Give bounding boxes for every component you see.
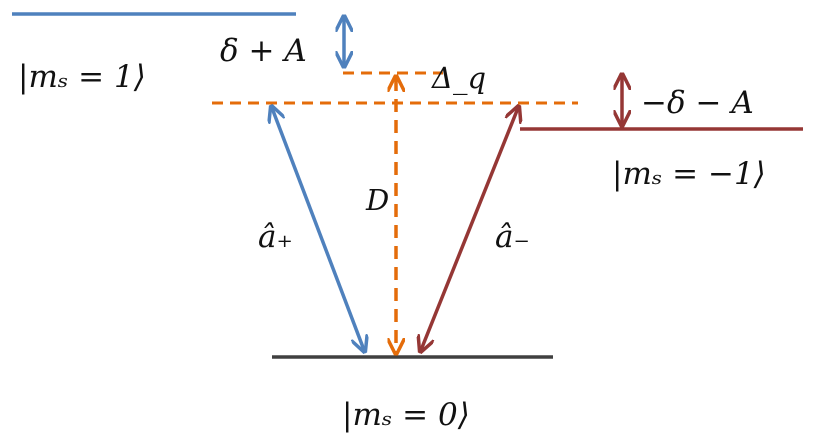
state-plus-label: |mₛ = 1⟩ [18, 59, 146, 95]
a-plus-arrow [272, 108, 364, 350]
a-minus-label: â₋ [495, 219, 530, 255]
d-label: D [366, 183, 390, 217]
minus-delta-minus-a-label: −δ − A [641, 85, 754, 121]
state-minus-label: |mₛ = −1⟩ [612, 156, 766, 192]
delta-q-label: Δ_q [432, 61, 487, 95]
delta-plus-a-label: δ + A [220, 33, 307, 69]
state-zero-label: |mₛ = 0⟩ [342, 397, 470, 433]
a-plus-label: â₊ [258, 219, 293, 255]
a-minus-arrow [421, 108, 518, 350]
